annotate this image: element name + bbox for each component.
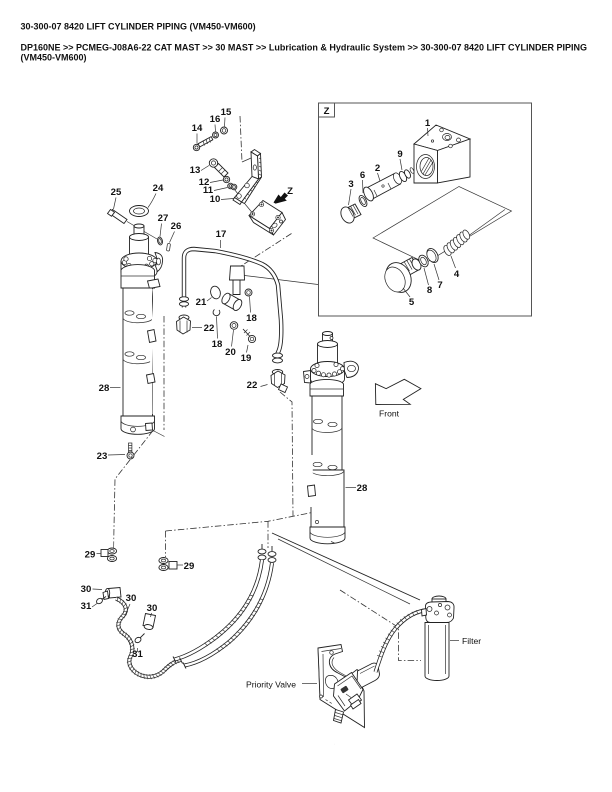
- svg-text:2: 2: [375, 163, 380, 174]
- svg-text:15: 15: [221, 107, 232, 118]
- svg-text:Z: Z: [324, 106, 330, 117]
- svg-text:1: 1: [425, 118, 431, 129]
- svg-text:28: 28: [99, 383, 110, 394]
- svg-text:31: 31: [132, 649, 143, 660]
- svg-text:30: 30: [81, 584, 92, 595]
- svg-text:27: 27: [158, 213, 169, 224]
- svg-text:30: 30: [126, 593, 137, 604]
- svg-text:20: 20: [225, 347, 236, 358]
- svg-text:22: 22: [204, 323, 215, 334]
- svg-text:Front: Front: [379, 409, 400, 419]
- svg-text:26: 26: [171, 221, 182, 232]
- svg-text:13: 13: [190, 165, 201, 176]
- svg-text:12: 12: [199, 177, 210, 188]
- svg-text:DP160NE >> PCMEG-J08A6-22 CAT: DP160NE >> PCMEG-J08A6-22 CAT MAST >> 30…: [21, 43, 588, 53]
- svg-text:5: 5: [409, 297, 415, 308]
- svg-text:14: 14: [192, 123, 203, 134]
- svg-text:29: 29: [184, 561, 195, 572]
- svg-text:30: 30: [147, 603, 158, 614]
- svg-text:22: 22: [247, 380, 258, 391]
- svg-text:3: 3: [348, 179, 353, 190]
- svg-text:Priority Valve: Priority Valve: [246, 680, 296, 690]
- svg-text:8: 8: [427, 285, 433, 296]
- svg-text:24: 24: [153, 183, 164, 194]
- svg-text:18: 18: [212, 339, 223, 350]
- svg-text:6: 6: [360, 170, 365, 181]
- svg-text:9: 9: [397, 149, 402, 160]
- svg-text:17: 17: [216, 229, 227, 240]
- svg-text:23: 23: [97, 451, 108, 462]
- svg-text:30-300-07 8420 LIFT CYLINDER P: 30-300-07 8420 LIFT CYLINDER PIPING (VM4…: [21, 22, 256, 32]
- svg-text:10: 10: [210, 194, 221, 205]
- svg-text:7: 7: [437, 280, 442, 291]
- svg-text:21: 21: [196, 297, 207, 308]
- svg-text:29: 29: [85, 550, 96, 561]
- svg-text:4: 4: [454, 269, 460, 280]
- svg-text:(VM450-VM600): (VM450-VM600): [21, 53, 87, 63]
- svg-text:31: 31: [81, 601, 92, 612]
- svg-text:18: 18: [246, 313, 257, 324]
- svg-text:11: 11: [203, 185, 214, 196]
- svg-text:25: 25: [111, 187, 122, 198]
- svg-text:Filter: Filter: [462, 636, 481, 646]
- svg-text:Z: Z: [287, 186, 293, 197]
- svg-text:19: 19: [241, 353, 252, 364]
- svg-text:16: 16: [210, 114, 221, 125]
- svg-text:28: 28: [357, 483, 368, 494]
